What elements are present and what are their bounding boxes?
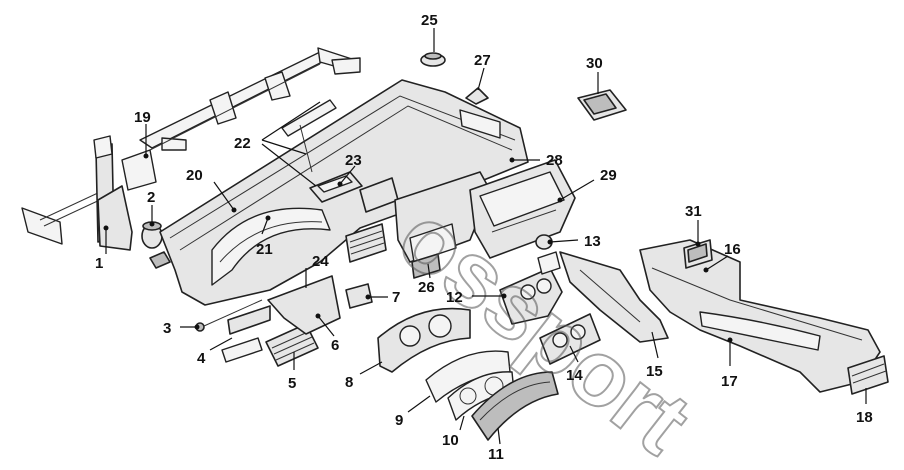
part-18-rear-vent bbox=[847, 355, 889, 395]
callout-17: 17 bbox=[721, 373, 738, 390]
callout-28: 28 bbox=[546, 152, 563, 169]
callout-10: 10 bbox=[442, 432, 459, 449]
callout-5: 5 bbox=[288, 375, 296, 392]
part-22-duct bbox=[281, 99, 337, 173]
callout-11: 11 bbox=[488, 446, 504, 463]
callout-3: 3 bbox=[163, 320, 171, 337]
callout-12: 12 bbox=[446, 289, 463, 306]
callout-29: 29 bbox=[600, 167, 617, 184]
part-25-cap bbox=[420, 52, 446, 67]
callout-27: 27 bbox=[474, 52, 491, 69]
callout-8: 8 bbox=[345, 374, 353, 391]
part-15-side-panel bbox=[559, 251, 669, 343]
part-6-lower-trim bbox=[267, 275, 341, 335]
part-19-support-beam bbox=[121, 47, 361, 191]
callout-22: 22 bbox=[234, 135, 251, 152]
callout-21: 21 bbox=[256, 241, 273, 258]
part-11-cluster-lens bbox=[471, 371, 559, 441]
callout-25: 25 bbox=[421, 12, 438, 29]
part-27-clip bbox=[465, 87, 489, 105]
callout-31: 31 bbox=[685, 203, 702, 220]
callout-23: 23 bbox=[345, 152, 362, 169]
callout-1: 1 bbox=[95, 255, 103, 272]
callout-7: 7 bbox=[392, 289, 400, 306]
part-21-cluster-hood bbox=[211, 207, 331, 286]
callout-13: 13 bbox=[584, 233, 601, 250]
part-5-fuse-box bbox=[265, 323, 319, 367]
callout-15: 15 bbox=[646, 363, 663, 380]
part-30-block bbox=[577, 89, 627, 121]
part-24-vent-outlet bbox=[345, 223, 387, 263]
part-12-center-stack bbox=[499, 251, 563, 325]
part-29-glove-box bbox=[469, 159, 576, 259]
callout-9: 9 bbox=[395, 412, 403, 429]
part-1-left-bracket bbox=[21, 135, 133, 251]
callout-2: 2 bbox=[147, 189, 155, 206]
callout-24: 24 bbox=[312, 253, 329, 270]
callout-19: 19 bbox=[134, 109, 151, 126]
callout-4: 4 bbox=[197, 350, 206, 367]
callout-30: 30 bbox=[586, 55, 603, 72]
part-31-console-switch bbox=[683, 239, 713, 269]
callout-20: 20 bbox=[186, 167, 203, 184]
callout-16: 16 bbox=[724, 241, 741, 258]
callout-labels: 1 2 3 4 5 6 7 8 9 10 11 12 13 14 15 16 1… bbox=[95, 12, 873, 463]
part-8-cluster-bezel bbox=[377, 307, 471, 373]
part-26-center-trim bbox=[394, 171, 491, 279]
part-14-climate-panel bbox=[539, 313, 601, 365]
callout-14: 14 bbox=[566, 367, 583, 384]
part-7-switch bbox=[345, 283, 373, 309]
part-17-center-console bbox=[639, 239, 881, 393]
part-4-switch-panel bbox=[221, 305, 271, 363]
callout-18: 18 bbox=[856, 409, 873, 426]
callout-26: 26 bbox=[418, 279, 435, 296]
leader-lines bbox=[103, 28, 867, 445]
callout-6: 6 bbox=[331, 337, 339, 354]
